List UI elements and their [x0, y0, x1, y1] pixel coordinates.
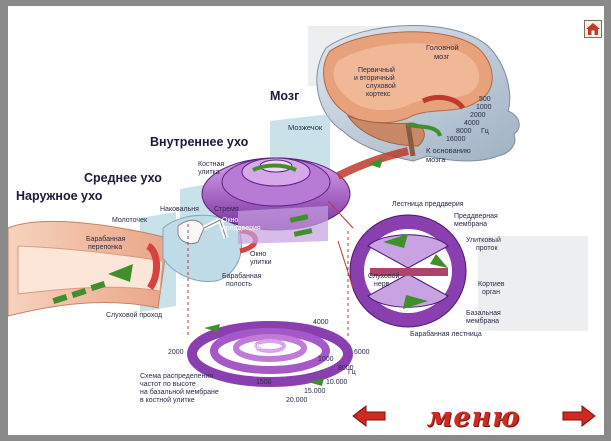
spiral-caption-1: Схема распределения — [140, 373, 213, 380]
label-to-base-2: мозга — [426, 155, 446, 164]
label-round-window-1: Окно — [250, 251, 266, 258]
label-head-brain-2: мозг — [434, 52, 450, 61]
freq-label: 500 — [479, 96, 491, 103]
label-cerebellum: Мозжечок — [288, 123, 323, 132]
arrow-right-icon — [563, 406, 595, 426]
spiral-value: 20.000 — [286, 397, 308, 404]
spiral-caption-4: в костной улитке — [140, 396, 195, 404]
spiral-value: 2000 — [168, 349, 184, 356]
cochlea-cross-section — [328, 201, 466, 327]
spiral-caption-3: на базальной мембране — [140, 388, 219, 396]
spiral-value: 1500 — [256, 379, 272, 386]
label-cortex-2: и вторичный — [354, 74, 395, 82]
freq-label: 16000 — [446, 136, 466, 143]
spiral-value: 15.000 — [304, 388, 326, 395]
spiral-value: 1000 — [318, 356, 334, 363]
label-corti-2: орган — [482, 289, 500, 296]
label-oval-window-1: Окно — [222, 217, 238, 224]
label-cortex-3: слуховой — [366, 82, 396, 90]
label-cochlear-duct-2: проток — [476, 245, 498, 252]
label-ear-canal: Слуховой проход — [106, 311, 162, 319]
label-auditory-nerve-1: Слуховой — [368, 272, 399, 280]
title-middle-ear: Среднее ухо — [84, 171, 162, 185]
spiral-value: 10.000 — [326, 379, 348, 386]
hz-label: Гц — [481, 128, 489, 135]
ear-anatomy-illustration: Наружное ухо Среднее ухо Внутреннее ухо … — [8, 6, 604, 435]
label-eardrum-1: Барабанная — [86, 235, 126, 243]
spiral-hz-label: Гц — [348, 369, 356, 376]
label-cochlear-duct-1: Улитковый — [466, 236, 501, 244]
spiral-value: 4000 — [313, 319, 329, 326]
title-inner-ear: Внутреннее ухо — [150, 135, 249, 149]
label-corti-1: Кортиев — [478, 281, 505, 288]
spiral-value: 100 — [253, 344, 265, 351]
label-basilar-membrane-1: Базальная — [466, 310, 501, 317]
freq-label: 2000 — [470, 112, 486, 119]
label-auditory-nerve-2: нерв — [374, 281, 390, 288]
spiral-caption-2: частот по высоте — [140, 381, 196, 388]
label-cochlea-1: Костная — [198, 161, 224, 168]
title-brain: Мозг — [270, 89, 299, 103]
freq-label: 4000 — [464, 120, 480, 127]
head-illustration — [317, 26, 519, 161]
label-cochlea-2: улитка — [198, 169, 220, 176]
label-round-window-2: улитки — [250, 259, 272, 266]
label-vestibular-membrane-1: Преддверная — [454, 213, 498, 220]
home-icon — [585, 21, 601, 37]
title-outer-ear: Наружное ухо — [16, 189, 103, 203]
menu-button[interactable]: меню — [386, 400, 561, 434]
freq-label: 1000 — [476, 104, 492, 111]
label-vestibular-membrane-2: мембрана — [454, 220, 487, 228]
label-eardrum-2: перепонка — [88, 244, 122, 251]
label-tympanic-2: полость — [226, 281, 252, 288]
label-to-base-1: К основанию — [426, 146, 471, 155]
spiral-value: 6000 — [354, 349, 370, 356]
label-oval-window-2: преддверия — [222, 225, 261, 232]
prev-button[interactable] — [350, 400, 388, 432]
label-stirrup: Стремя — [214, 206, 239, 213]
label-scala-tympani: Барабанная лестница — [410, 330, 482, 338]
label-hammer: Молоточек — [112, 217, 148, 224]
label-basilar-membrane-2: мембрана — [466, 317, 499, 325]
label-cortex-1: Первичный — [358, 66, 395, 74]
label-cortex-4: кортекс — [366, 91, 391, 98]
next-button[interactable] — [560, 400, 598, 432]
label-anvil: Наковальня — [160, 206, 199, 213]
label-head-brain-1: Головной — [426, 43, 459, 52]
label-tympanic-1: Барабанная — [222, 272, 262, 280]
freq-label: 8000 — [456, 128, 472, 135]
label-scala-vestibuli: Лестница преддверия — [392, 201, 464, 208]
home-button[interactable] — [584, 20, 602, 38]
arrow-left-icon — [353, 406, 385, 426]
content-panel: Наружное ухо Среднее ухо Внутреннее ухо … — [8, 6, 604, 435]
